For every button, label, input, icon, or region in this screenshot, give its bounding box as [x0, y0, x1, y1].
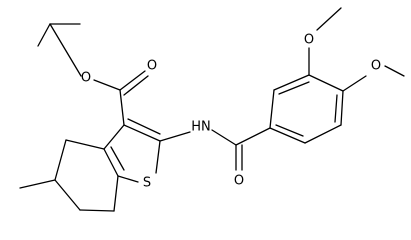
- bond-c3a-c3: [103, 124, 125, 150]
- bond-carbonyl-c-o-double: [123, 75, 149, 96]
- bond-c7a-c3a: [103, 148, 119, 177]
- bond-c3-c2: [123, 124, 161, 142]
- bond-ar-c1-c2: [269, 89, 275, 129]
- bond-ar-c5-c6: [304, 124, 342, 144]
- bond-amide-c-ar: [235, 127, 271, 146]
- bond-ar-c4-c5: [340, 90, 344, 126]
- bond-methoxy4-o-ch3: [384, 65, 405, 77]
- bond-c2-s: [155, 140, 161, 174]
- bond-ar-c6-c1: [269, 127, 306, 144]
- bond-c3a-c4: [65, 139, 105, 150]
- bond-ester-o-c: [93, 79, 121, 91]
- bond-ethyl-c1-c2: [37, 23, 51, 47]
- atom-s-thiophene: S: [143, 176, 151, 191]
- bond-c5-c6: [54, 179, 81, 211]
- bond-ar-c2-c3-inner: [278, 81, 310, 95]
- atom-o-amide: O: [234, 174, 244, 189]
- bond-c2-nh: [159, 131, 191, 142]
- bond-nh-c: [211, 129, 237, 146]
- bond-c6-c7: [79, 209, 115, 212]
- atom-nh: HN: [191, 120, 211, 135]
- bond-carbonyl-c-o: [119, 70, 146, 91]
- bond-ar-c6-c1-inner: [275, 124, 304, 137]
- bond-methoxy3-o-ch3: [316, 7, 342, 31]
- structure-canvas: O O HN O S O O: [19, 7, 405, 212]
- bond-ester-ch2-o: [49, 23, 82, 77]
- bond-ar-c4-o: [342, 75, 367, 92]
- bond-c7-c7a: [113, 175, 119, 212]
- bond-carbonyl-c3: [119, 89, 125, 126]
- atom-o-methoxy-3: O: [304, 33, 314, 48]
- bond-c4-c5: [54, 139, 67, 181]
- bond-ar-c3-c4: [308, 74, 344, 92]
- chemical-structure: O O HN O S O O: [19, 7, 405, 212]
- atom-o-ester-double: O: [147, 59, 157, 74]
- bond-c7a-c3a-double: [110, 146, 125, 171]
- bond-c5-methyl: [19, 179, 56, 189]
- bond-c3-c2-double: [127, 118, 161, 135]
- bond-s-c7a: [117, 175, 139, 183]
- bond-ar-c4-c5-inner: [334, 94, 338, 123]
- atom-o-ester-single: O: [81, 71, 91, 86]
- atom-o-methoxy-4: O: [371, 59, 381, 74]
- bond-ar-c2-c3: [273, 74, 310, 91]
